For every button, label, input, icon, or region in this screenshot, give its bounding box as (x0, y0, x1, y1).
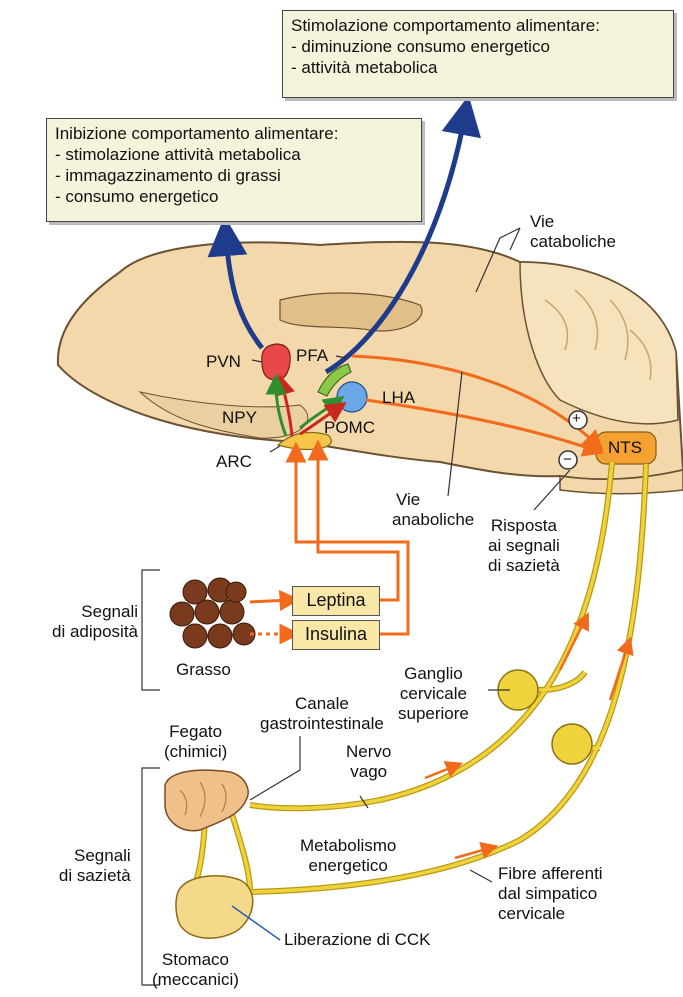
box-inhibition-item: - consumo energetico (55, 186, 413, 207)
arrow-signal-1 (560, 620, 585, 670)
label-minus: − (563, 450, 572, 470)
box-inhibition-item: - stimolazione attività metabolica (55, 144, 413, 165)
label-arc: ARC (216, 452, 252, 472)
label-fat: Grasso (176, 660, 231, 680)
label-stomach: Stomaco(meccanici) (152, 950, 239, 990)
label-cck: Liberazione di CCK (284, 930, 430, 950)
leader-gi (250, 736, 300, 800)
stomach (176, 876, 253, 938)
leptin-box: Leptina (292, 586, 380, 616)
lha-nucleus (337, 382, 367, 412)
leader-afferent (470, 870, 492, 882)
label-pomc: POMC (324, 418, 375, 438)
bracket-adiposity (142, 570, 160, 690)
box-stimulation-item: - attività metabolica (291, 57, 665, 78)
box-stimulation-title: Stimolazione comportamento alimentare: (291, 15, 665, 36)
box-inhibition-title: Inibizione comportamento alimentare: (55, 123, 413, 144)
label-npy: NPY (222, 408, 257, 428)
label-plus: + (572, 409, 581, 429)
box-stimulation: Stimolazione comportamento alimentare: -… (282, 10, 674, 98)
label-liver: Fegato(chimici) (164, 722, 227, 762)
label-pfa: PFA (296, 346, 328, 366)
pvn-nucleus (262, 344, 290, 380)
box-inhibition: Inibizione comportamento alimentare: - s… (46, 118, 422, 222)
label-nts: NTS (608, 438, 642, 458)
arrow-fat-leptin (250, 600, 290, 602)
label-lha: LHA (382, 388, 415, 408)
label-pvn: PVN (206, 352, 241, 372)
insulin-box: Insulina (292, 620, 380, 650)
brain-internal-structure (280, 293, 422, 331)
fat-cells (170, 578, 255, 648)
box-inhibition-item: - immagazzinamento di grassi (55, 165, 413, 186)
arrow-leptin-to-arc (318, 450, 398, 600)
box-stimulation-item: - diminuzione consumo energetico (291, 36, 665, 57)
ganglion-lower (552, 724, 592, 764)
